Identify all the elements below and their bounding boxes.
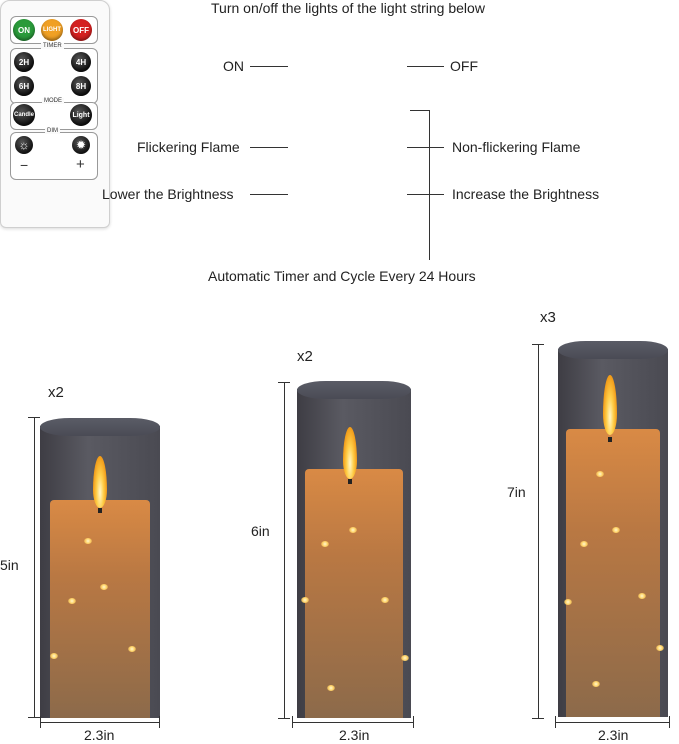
candle-3-count: x3	[540, 309, 556, 326]
candle-2-light	[349, 527, 357, 533]
candle-2-width-label: 2.3in	[339, 727, 370, 743]
on-leader	[250, 66, 288, 67]
timer-bracket-vertical	[429, 110, 430, 260]
candle-2-light	[381, 597, 389, 603]
sun-low-icon: ☼	[18, 138, 30, 152]
off-leader	[407, 66, 444, 67]
dim-down-button[interactable]: ☼	[15, 136, 33, 154]
candle-1-height-line	[34, 417, 35, 717]
candle-1-count: x2	[48, 384, 64, 401]
timer-section-label: TIMER	[41, 43, 64, 49]
remote-control: ON LIGHT OFF TIMER 2H 4H 6H 8H MODE Cand…	[0, 0, 110, 228]
candle-3-height-tick-top	[532, 344, 544, 345]
candle-3-width-tick-right	[669, 716, 670, 728]
timer-4h-button[interactable]: 4H	[71, 52, 91, 72]
nonflicker-leader	[407, 147, 444, 148]
candle-3-light	[592, 681, 600, 687]
candle-3-height-tick-bottom	[532, 718, 544, 719]
increase-leader	[407, 194, 444, 195]
lower-brightness-label: Lower the Brightness	[102, 186, 234, 202]
candle-1-light	[128, 646, 136, 652]
flicker-label: Flickering Flame	[137, 139, 240, 155]
candle-2-height-label: 6in	[251, 523, 270, 539]
candle-1-wick	[98, 508, 102, 513]
timer-6h-button[interactable]: 6H	[14, 76, 34, 96]
candle-1	[40, 418, 160, 718]
candle-2-wax	[305, 469, 403, 718]
candle-2-width-tick-right	[413, 716, 414, 728]
timer-2h-button[interactable]: 2H	[14, 52, 34, 72]
candle-1-wax	[50, 500, 150, 718]
dim-up-button[interactable]: ✹	[72, 136, 90, 154]
candle-3-width-label: 2.3in	[598, 727, 629, 743]
candle-2-width-line	[292, 722, 414, 723]
candle-2-light	[401, 655, 409, 661]
candle-2-height-tick-bottom	[278, 718, 290, 719]
candle-3-flame	[603, 375, 617, 435]
candle-1-light	[100, 584, 108, 590]
candle-2-width-tick-left	[292, 716, 293, 728]
candle-1-width-tick-left	[40, 716, 41, 728]
light-mode-button[interactable]: Light	[70, 104, 92, 126]
candle-3-light	[638, 593, 646, 599]
candle-3	[558, 341, 668, 717]
candle-2-glass-rim	[297, 381, 411, 399]
candle-3-light	[580, 541, 588, 547]
candle-2-flame	[343, 427, 357, 479]
light-button[interactable]: LIGHT	[41, 19, 63, 41]
timer-bracket-top	[410, 110, 430, 111]
candle-3-light	[564, 599, 572, 605]
candle-2	[297, 381, 411, 718]
increase-brightness-label: Increase the Brightness	[452, 186, 600, 202]
candle-1-light	[50, 653, 58, 659]
mode-section-label: MODE	[42, 98, 64, 104]
candle-1-height-tick-bottom	[28, 717, 40, 718]
nonflicker-label: Non-flickering Flame	[452, 139, 581, 155]
off-label: OFF	[450, 58, 478, 74]
candle-2-light	[301, 597, 309, 603]
candle-3-width-line	[555, 722, 670, 723]
candle-3-light	[596, 471, 604, 477]
candle-3-wax	[566, 429, 660, 717]
lower-leader	[250, 194, 288, 195]
candle-2-light	[321, 541, 329, 547]
candle-1-light	[84, 538, 92, 544]
top-caption: Turn on/off the lights of the light stri…	[211, 0, 485, 16]
candle-1-height-label: 5in	[0, 557, 19, 573]
candle-1-flame	[93, 456, 107, 508]
bottom-caption: Automatic Timer and Cycle Every 24 Hours	[208, 268, 476, 284]
candle-3-width-tick-left	[555, 716, 556, 728]
candle-2-wick	[348, 479, 352, 484]
off-button[interactable]: OFF	[70, 19, 92, 41]
candle-1-width-label: 2.3in	[84, 727, 115, 743]
candle-3-height-label: 7in	[507, 484, 526, 500]
candle-3-light	[656, 645, 664, 651]
on-button[interactable]: ON	[13, 19, 35, 41]
candle-1-height-tick-top	[28, 417, 40, 418]
candle-2-count: x2	[297, 348, 313, 365]
flicker-leader	[250, 147, 288, 148]
candle-3-glass-rim	[558, 341, 668, 359]
candle-1-width-tick-right	[159, 716, 160, 728]
candle-1-light	[68, 598, 76, 604]
sun-high-icon: ✹	[75, 138, 87, 152]
candle-3-light	[612, 527, 620, 533]
plus-sign: +	[76, 156, 85, 173]
minus-sign: −	[20, 157, 29, 173]
candle-1-glass-rim	[40, 418, 160, 436]
candle-3-wick	[608, 437, 612, 442]
candle-2-light	[327, 685, 335, 691]
candle-mode-button[interactable]: Candle	[13, 104, 35, 126]
timer-8h-button[interactable]: 8H	[71, 76, 91, 96]
candle-2-height-line	[284, 382, 285, 718]
candle-2-height-tick-top	[278, 382, 290, 383]
candle-3-height-line	[538, 344, 539, 718]
candle-1-width-line	[40, 722, 160, 723]
on-label: ON	[223, 58, 244, 74]
dim-section-label: DIM	[45, 128, 60, 134]
